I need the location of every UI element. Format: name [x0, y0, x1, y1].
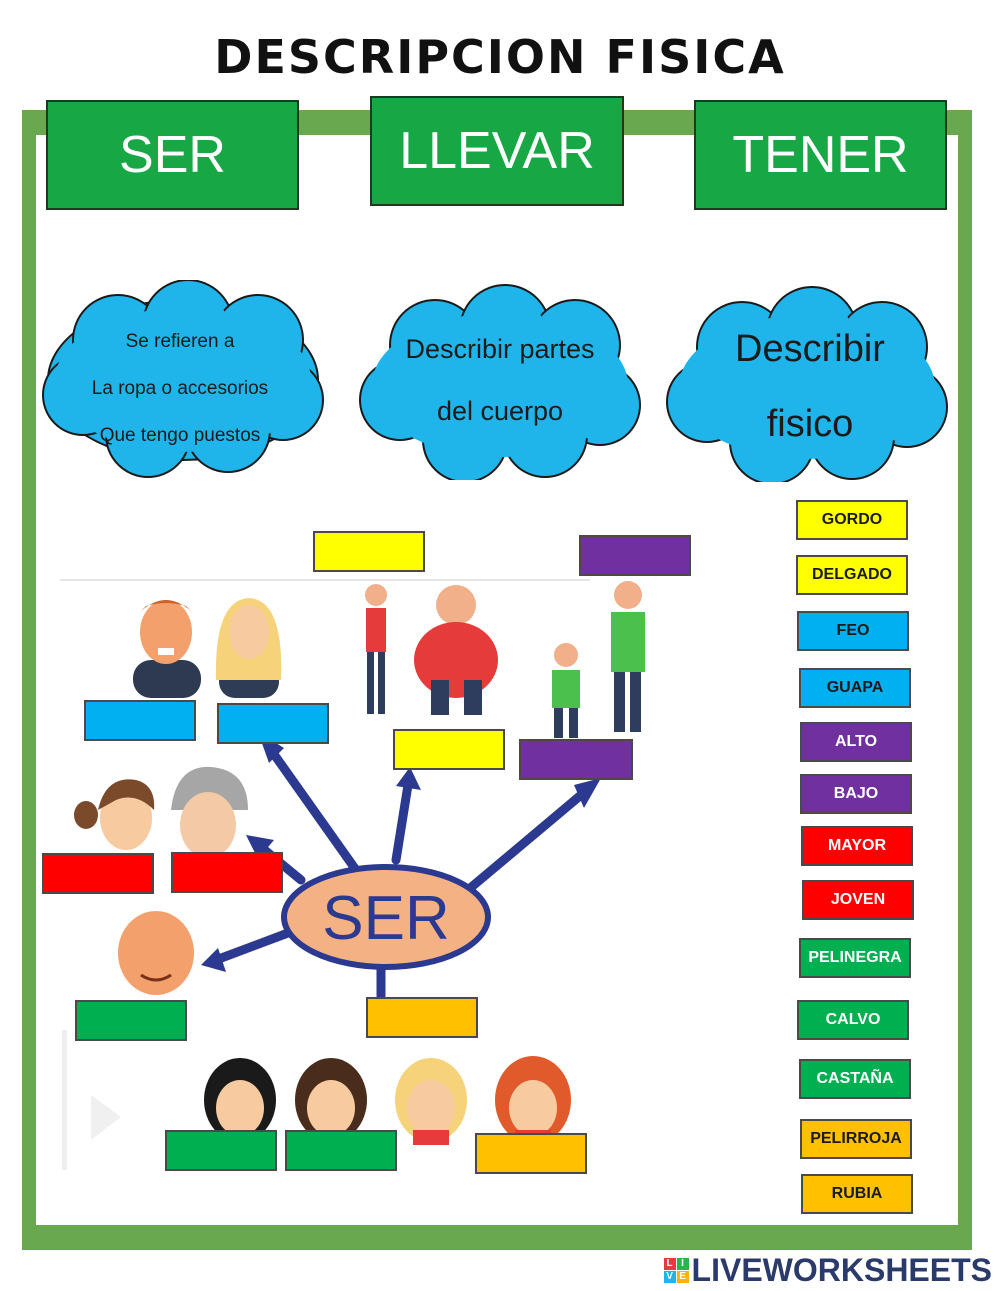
verb-llevar-label: LLEVAR [399, 122, 595, 180]
drop-box-yellow-2[interactable] [393, 729, 505, 770]
word-pelinegra[interactable]: PELINEGRA [799, 938, 911, 978]
logo-letter-i: I [676, 1258, 689, 1270]
brand-name: LIVEWORKSHEETS [691, 1252, 992, 1288]
cloud-tener [666, 286, 948, 482]
short-boy-illustration [552, 643, 580, 738]
woman-face-illustration [215, 598, 282, 698]
drop-box-blue-1[interactable] [84, 700, 196, 741]
verb-tener-header: TENER [694, 100, 947, 210]
word-bajo[interactable]: BAJO [800, 774, 912, 814]
old-woman-face-illustration [171, 766, 248, 858]
cloud-llevar [359, 284, 641, 480]
divider-line [60, 579, 590, 581]
word-feo[interactable]: FEO [797, 611, 909, 651]
page-title: DESCRIPCION FISICA [214, 30, 786, 84]
drop-box-green-3[interactable] [285, 1130, 397, 1171]
word-joven[interactable]: JOVEN [802, 880, 914, 920]
cloud-tener-line-2: fisico [766, 403, 854, 445]
word-calvo-label: CALVO [825, 1011, 881, 1028]
blonde-girl-illustration [395, 1058, 467, 1145]
drop-box-blue-2[interactable] [217, 703, 329, 744]
verb-tener-label: TENER [732, 126, 909, 184]
arrow-to-gordo-delgado [391, 780, 413, 865]
word-delgado[interactable]: DELGADO [796, 555, 908, 595]
ser-mind-map [62, 581, 645, 1170]
word-guapa-label: GUAPA [826, 679, 884, 696]
cloud-ser-line-1: Se refieren a [125, 331, 235, 352]
word-castana[interactable]: CASTAÑA [799, 1059, 911, 1099]
tall-man-illustration [611, 581, 645, 732]
arrow-to-calvo [211, 925, 301, 965]
word-pelirroja-label: PELIRROJA [810, 1130, 902, 1147]
word-calvo[interactable]: CALVO [797, 1000, 909, 1040]
bald-man-face-illustration [118, 911, 194, 995]
drop-box-orange-1[interactable] [366, 997, 478, 1038]
word-gordo[interactable]: GORDO [796, 500, 908, 540]
ser-center-ellipse [281, 864, 491, 970]
arrow-to-face-pair [266, 745, 361, 875]
drop-box-orange-2[interactable] [475, 1133, 587, 1174]
verb-ser-header: SER [46, 100, 299, 210]
fat-man-illustration [414, 585, 498, 715]
red-hair-girl-illustration [495, 1056, 571, 1145]
word-pelirroja[interactable]: PELIRROJA [800, 1119, 912, 1159]
cloud-tener-line-1: Describir [735, 328, 885, 370]
word-joven-label: JOVEN [830, 891, 886, 908]
drop-box-purple-1[interactable] [579, 535, 691, 576]
word-mayor[interactable]: MAYOR [801, 826, 913, 866]
logo-letter-v: V [663, 1271, 676, 1283]
arrow-to-alto-bajo [451, 790, 586, 905]
cloud-llevar-line-1: Describir partes [405, 334, 595, 364]
drop-box-green-1[interactable] [75, 1000, 187, 1041]
cloud-llevar-text: Describir partes del cuerpo [375, 318, 625, 442]
cloud-ser-text: Se refieren a La ropa o accesorios Que t… [60, 318, 300, 459]
word-pelinegra-label: PELINEGRA [808, 949, 902, 966]
ser-center-label: SER [322, 884, 450, 953]
word-bajo-label: BAJO [833, 785, 879, 802]
drop-box-green-2[interactable] [165, 1130, 277, 1171]
young-girl-face-illustration [74, 779, 155, 850]
word-alto[interactable]: ALTO [800, 722, 912, 762]
cloud-tener-text: Describir fisico [690, 312, 930, 462]
drop-box-yellow-1[interactable] [313, 531, 425, 572]
drop-box-red-1[interactable] [42, 853, 154, 894]
cloud-llevar-line-2: del cuerpo [436, 396, 564, 426]
drop-box-purple-2[interactable] [519, 739, 633, 780]
cloud-ser-line-2: La ropa o accesorios [91, 378, 269, 399]
liveworksheets-logo-icon: L I V E [663, 1258, 689, 1283]
word-castana-label: CASTAÑA [816, 1070, 894, 1087]
word-feo-label: FEO [836, 622, 870, 639]
thin-man-illustration [365, 584, 387, 714]
verb-ser-label: SER [119, 126, 226, 184]
liveworksheets-brand: L I V E LIVEWORKSHEETS [663, 1252, 992, 1289]
word-gordo-label: GORDO [821, 511, 883, 528]
verb-llevar-header: LLEVAR [370, 96, 624, 206]
word-delgado-label: DELGADO [812, 566, 892, 583]
boy-face-illustration [133, 600, 201, 698]
logo-letter-e: E [676, 1271, 689, 1283]
cloud-ser-line-3: Que tengo puestos [99, 425, 261, 446]
word-mayor-label: MAYOR [827, 837, 887, 854]
logo-letter-l: L [663, 1258, 676, 1270]
word-rubia[interactable]: RUBIA [801, 1174, 913, 1214]
drop-box-red-2[interactable] [171, 852, 283, 893]
cloud-ser [42, 280, 324, 478]
word-rubia-label: RUBIA [831, 1185, 883, 1202]
word-alto-label: ALTO [834, 733, 878, 750]
word-guapa[interactable]: GUAPA [799, 668, 911, 708]
